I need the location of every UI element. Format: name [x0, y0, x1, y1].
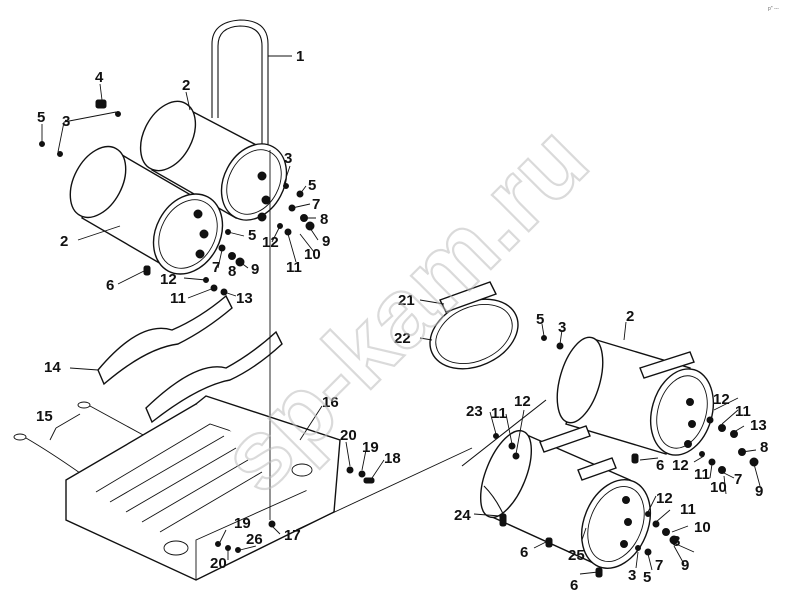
label-12: 12: [713, 391, 730, 408]
label-11: 11: [694, 466, 710, 483]
label-3: 3: [62, 113, 70, 130]
label-12: 12: [656, 490, 673, 507]
label-10: 10: [304, 246, 321, 263]
label-19: 19: [234, 515, 251, 532]
left-fittings: [39, 99, 315, 296]
label-12: 12: [262, 234, 279, 251]
left-receiver-group: [13, 19, 473, 581]
label-5: 5: [248, 227, 256, 244]
label-11: 11: [680, 501, 696, 518]
label-26: 26: [246, 531, 263, 548]
label-19: 19: [362, 439, 379, 456]
hose-part-24: [461, 399, 547, 517]
label-17: 17: [284, 527, 301, 544]
label-11: 11: [170, 290, 186, 307]
label-7: 7: [212, 259, 220, 276]
right-fittings: [215, 335, 759, 578]
label-10: 10: [710, 479, 727, 496]
label-2: 2: [626, 308, 634, 325]
label-7: 7: [655, 557, 663, 574]
label-4: 4: [95, 69, 104, 86]
label-11: 11: [491, 405, 507, 422]
label-11: 11: [286, 259, 302, 276]
label-6: 6: [520, 544, 528, 561]
lower-receiver-tank: [69, 145, 224, 275]
label-2: 2: [60, 233, 68, 250]
label-5: 5: [643, 569, 651, 586]
label-22: 22: [394, 330, 411, 347]
label-9: 9: [755, 483, 763, 500]
label-13: 13: [750, 417, 767, 434]
label-6: 6: [656, 457, 664, 474]
label-12: 12: [160, 271, 177, 288]
cables-part-15: [13, 401, 146, 474]
label-6: 6: [570, 577, 578, 594]
label-10: 10: [694, 519, 711, 536]
pipe-part-1-inner: [217, 25, 263, 150]
right-receiver-group: [215, 281, 759, 578]
guide-line-diagonal: [295, 447, 473, 531]
label-9: 9: [681, 557, 689, 574]
label-11: 11: [735, 403, 751, 420]
label-20: 20: [210, 555, 227, 572]
upper-right-tank: [556, 336, 714, 456]
label-23: 23: [466, 403, 483, 420]
label-16: 16: [322, 394, 339, 411]
label-20: 20: [340, 427, 357, 444]
label-25: 25: [568, 547, 585, 564]
label-8: 8: [760, 439, 768, 456]
label-8: 8: [672, 533, 680, 550]
label-8: 8: [320, 211, 328, 228]
label-24: 24: [454, 507, 471, 524]
label-9: 9: [251, 261, 259, 278]
label-3: 3: [628, 567, 636, 584]
label-18: 18: [384, 450, 401, 467]
label-5: 5: [37, 109, 45, 126]
label-1: 1: [296, 48, 304, 65]
label-3: 3: [558, 319, 566, 336]
mounting-strap: [429, 281, 519, 370]
corner-text: p" ---: [768, 6, 779, 12]
label-21: 21: [398, 292, 415, 309]
label-13: 13: [236, 290, 253, 307]
label-7: 7: [312, 196, 320, 213]
label-8: 8: [228, 263, 236, 280]
pipe-part-1: [211, 19, 269, 150]
label-5: 5: [536, 311, 544, 328]
label-9: 9: [322, 233, 330, 250]
label-12: 12: [672, 457, 689, 474]
leader-lines: [41, 55, 761, 575]
label-3: 3: [284, 150, 292, 167]
label-5: 5: [308, 177, 316, 194]
label-2: 2: [182, 77, 190, 94]
part-labels: 1 2 2 2 3 3 3 3 4 5 5 5 5 5 6 6 6 6 7 7 …: [36, 48, 768, 594]
label-12: 12: [514, 393, 531, 410]
label-7: 7: [734, 471, 742, 488]
saddle-brackets: [97, 294, 283, 424]
label-14: 14: [44, 359, 61, 376]
lower-right-tanks: [479, 425, 652, 570]
label-15: 15: [36, 408, 53, 425]
label-6: 6: [106, 277, 114, 294]
